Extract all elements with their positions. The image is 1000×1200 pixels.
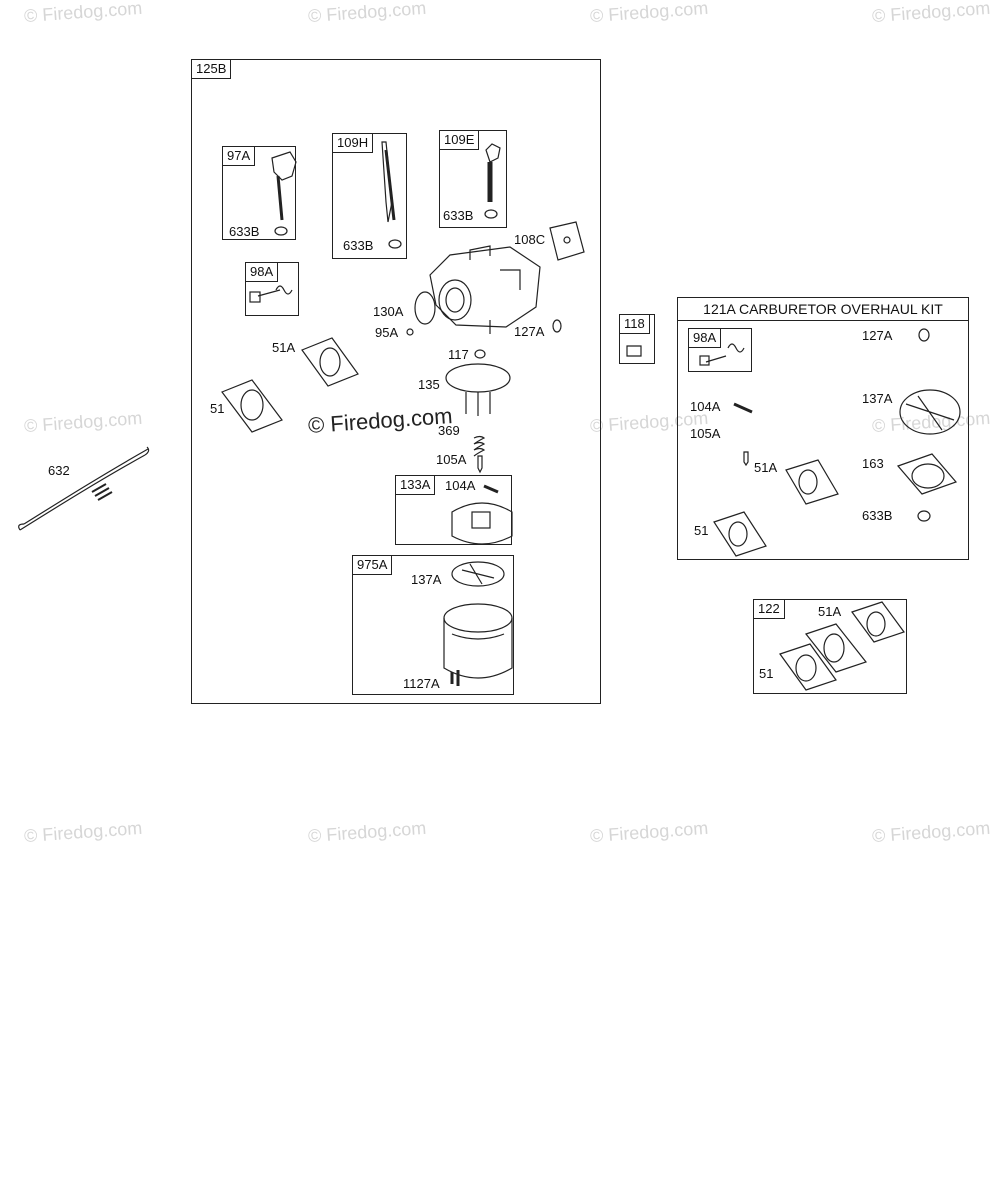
kit-part-label: 51A	[754, 460, 778, 475]
part-label: 51A	[818, 604, 842, 619]
assembly-tag: 125B	[192, 60, 232, 79]
part-box-118: 118	[619, 314, 655, 364]
part-box-tag: 118	[620, 315, 650, 334]
sub-box-109h: 109H 633B	[332, 133, 407, 259]
kit-title: 121A CARBURETOR OVERHAUL KIT	[678, 298, 968, 321]
part-label-632: 632	[48, 463, 70, 478]
part-label: 51	[210, 401, 225, 416]
sub-box-tag: 133A	[396, 476, 436, 495]
part-label: 135	[418, 377, 440, 392]
sub-box-97a: 97A 633B	[222, 146, 296, 240]
part-label: 51A	[272, 340, 296, 355]
part-label: 633B	[229, 224, 260, 239]
overhaul-kit-box: 121A CARBURETOR OVERHAUL KIT 98A 127A 10…	[677, 297, 969, 560]
sub-box-tag: 97A	[223, 147, 256, 166]
sub-box-975a: 975A 137A 1127A	[352, 555, 514, 695]
part-label: 130A	[373, 304, 404, 319]
part-label: 108C	[514, 232, 546, 247]
assembly-box-125b: 125B 97A 633B 109H 633B 109E 633B 98A 10…	[191, 59, 601, 704]
sub-box-98a: 98A	[245, 262, 299, 316]
sub-box-133a: 133A 104A	[395, 475, 512, 545]
gasket-box-122: 122 51A 51	[753, 599, 907, 694]
part-label: 137A	[411, 572, 442, 587]
kit-part-label: 104A	[690, 399, 721, 414]
part-label: 633B	[343, 238, 374, 253]
kit-part-label: 163	[862, 456, 884, 471]
sub-box-tag: 109H	[333, 134, 374, 153]
kit-part-label: 51	[694, 523, 709, 538]
part-label: 117	[448, 347, 469, 362]
sub-box-tag: 98A	[246, 263, 279, 282]
kit-sub-box-98a: 98A	[688, 328, 752, 372]
kit-part-label: 105A	[690, 426, 721, 441]
part-label: 104A	[445, 478, 476, 493]
kit-sub-box-tag: 98A	[689, 329, 722, 348]
sub-box-tag: 975A	[353, 556, 393, 575]
part-label: 95A	[375, 325, 399, 340]
part-label: 105A	[436, 452, 467, 467]
part-label: 51	[759, 666, 774, 681]
part-label: 127A	[514, 324, 545, 339]
part-label: 633B	[443, 208, 474, 223]
sub-box-109e: 109E 633B	[439, 130, 507, 228]
kit-part-label: 127A	[862, 328, 893, 343]
kit-part-label: 137A	[862, 391, 893, 406]
part-label: 369	[438, 423, 460, 438]
kit-part-label: 633B	[862, 508, 893, 523]
gasket-box-tag: 122	[754, 600, 785, 619]
sub-box-tag: 109E	[440, 131, 480, 150]
part-label: 1127A	[403, 676, 440, 691]
